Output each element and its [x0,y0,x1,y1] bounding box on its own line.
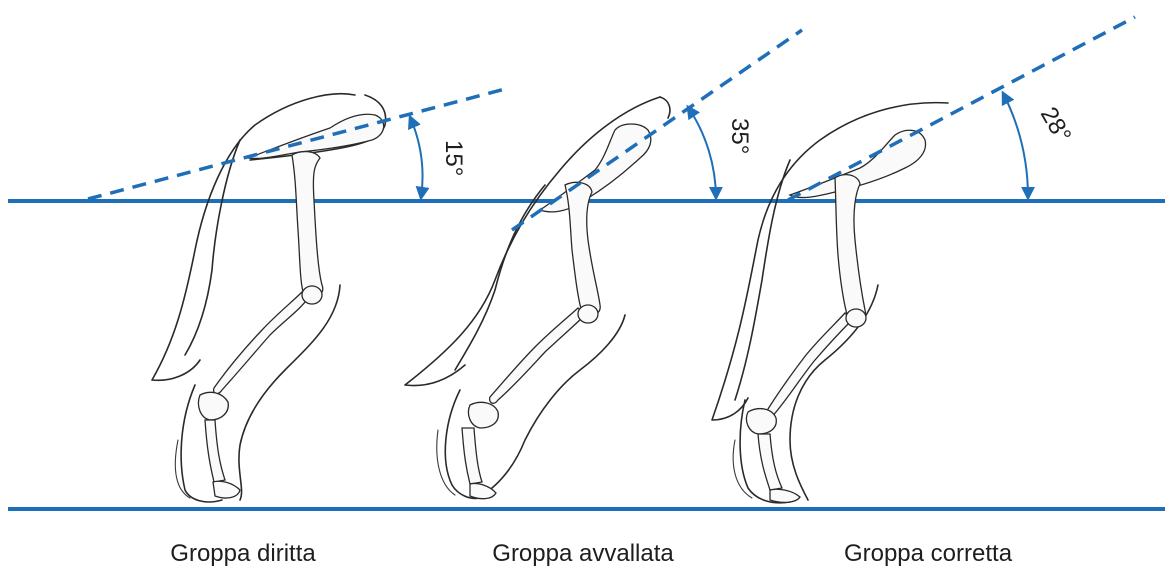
hindlimb-sketch-1 [152,94,386,502]
figure-straight-croup: 15° [88,89,505,502]
caption-sunken-croup: Groppa avvallata [492,540,673,568]
angle-label-15: 15° [440,140,467,176]
caption-correct-croup: Groppa corretta [844,540,1012,568]
hindlimb-sketch-3 [712,103,948,503]
croup-line-28 [788,17,1135,200]
angle-arc-15 [410,117,422,198]
caption-straight-croup: Groppa diritta [170,540,315,568]
figure-correct-croup: 28° [712,17,1135,503]
angle-label-28: 28° [1035,103,1077,148]
angle-arc-35 [688,107,716,198]
angle-label-35: 35° [726,118,753,154]
figure-sunken-croup: 35° [405,30,802,499]
angle-arc-28 [1003,93,1028,198]
